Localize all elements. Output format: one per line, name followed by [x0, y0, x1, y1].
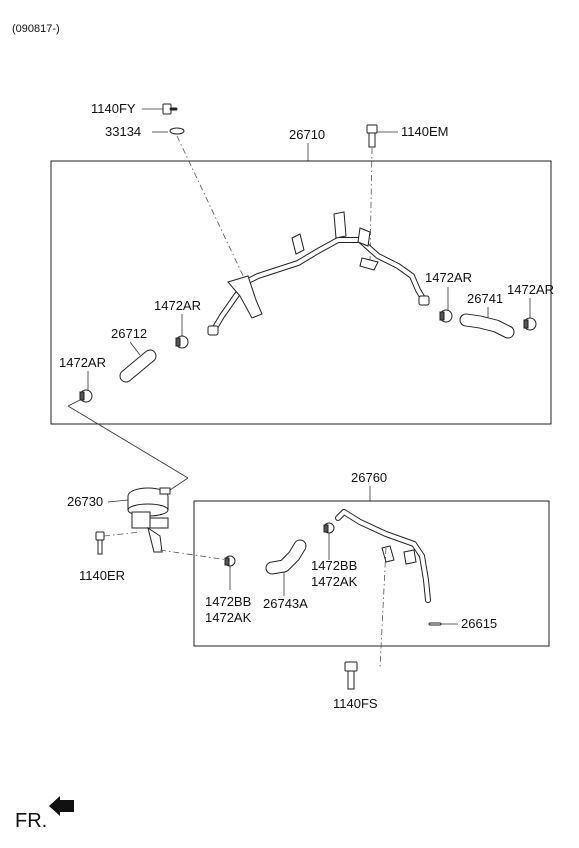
- label-1472BB-lower: 1472BB: [205, 594, 251, 609]
- label-1472AR-right-b: 1472AR: [507, 282, 554, 297]
- label-26741: 26741: [467, 291, 503, 306]
- orientation-label: FR.: [15, 810, 47, 832]
- label-1472BB-upper: 1472BB: [311, 558, 357, 573]
- bolt-1140EM: [366, 124, 378, 148]
- bolt-1140FY: [162, 103, 178, 115]
- valve-26730: [127, 487, 171, 553]
- clamp-1472BB-lower: [224, 555, 236, 567]
- bolt-1140FS: [344, 661, 358, 690]
- clamp-1472BB-upper: [323, 522, 335, 534]
- label-1140EM: 1140EM: [401, 124, 448, 139]
- label-1472AR-left: 1472AR: [59, 355, 106, 370]
- label-1140FY: 1140FY: [91, 101, 136, 116]
- label-1140ER: 1140ER: [79, 568, 125, 583]
- label-33134: 33134: [105, 124, 141, 139]
- revision-code: (090817-): [12, 23, 60, 35]
- bolt-1140ER: [95, 531, 105, 555]
- clamp-1472AR-left: [79, 389, 93, 403]
- pipe-26760: [335, 509, 431, 603]
- label-26743A: 26743A: [263, 596, 308, 611]
- upper-assembly-frame: [50, 160, 552, 425]
- clamp-1472AR-right-b: [523, 317, 537, 331]
- forward-arrow-icon: [49, 796, 74, 816]
- lower-assembly-frame: [193, 500, 550, 647]
- clamp-1472AR-right-a: [439, 309, 453, 323]
- hose-26712: [119, 349, 157, 383]
- hose-26743A: [265, 539, 307, 575]
- label-1472AK-lower: 1472AK: [205, 610, 252, 625]
- gasket-33134: [169, 127, 185, 135]
- lower-assembly-number: 26760: [351, 470, 387, 485]
- label-26615: 26615: [461, 616, 497, 631]
- hose-26741: [459, 313, 515, 339]
- label-1472AR-mid: 1472AR: [154, 298, 201, 313]
- label-1472AK-upper: 1472AK: [311, 574, 358, 589]
- clamp-1472AR-mid: [175, 335, 189, 349]
- label-1140FS: 1140FS: [333, 696, 378, 711]
- label-26712: 26712: [111, 326, 147, 341]
- pipe-26710: [207, 211, 430, 336]
- label-1472AR-right-a: 1472AR: [425, 270, 472, 285]
- label-26730: 26730: [67, 494, 103, 509]
- upper-assembly-number: 26710: [289, 127, 325, 142]
